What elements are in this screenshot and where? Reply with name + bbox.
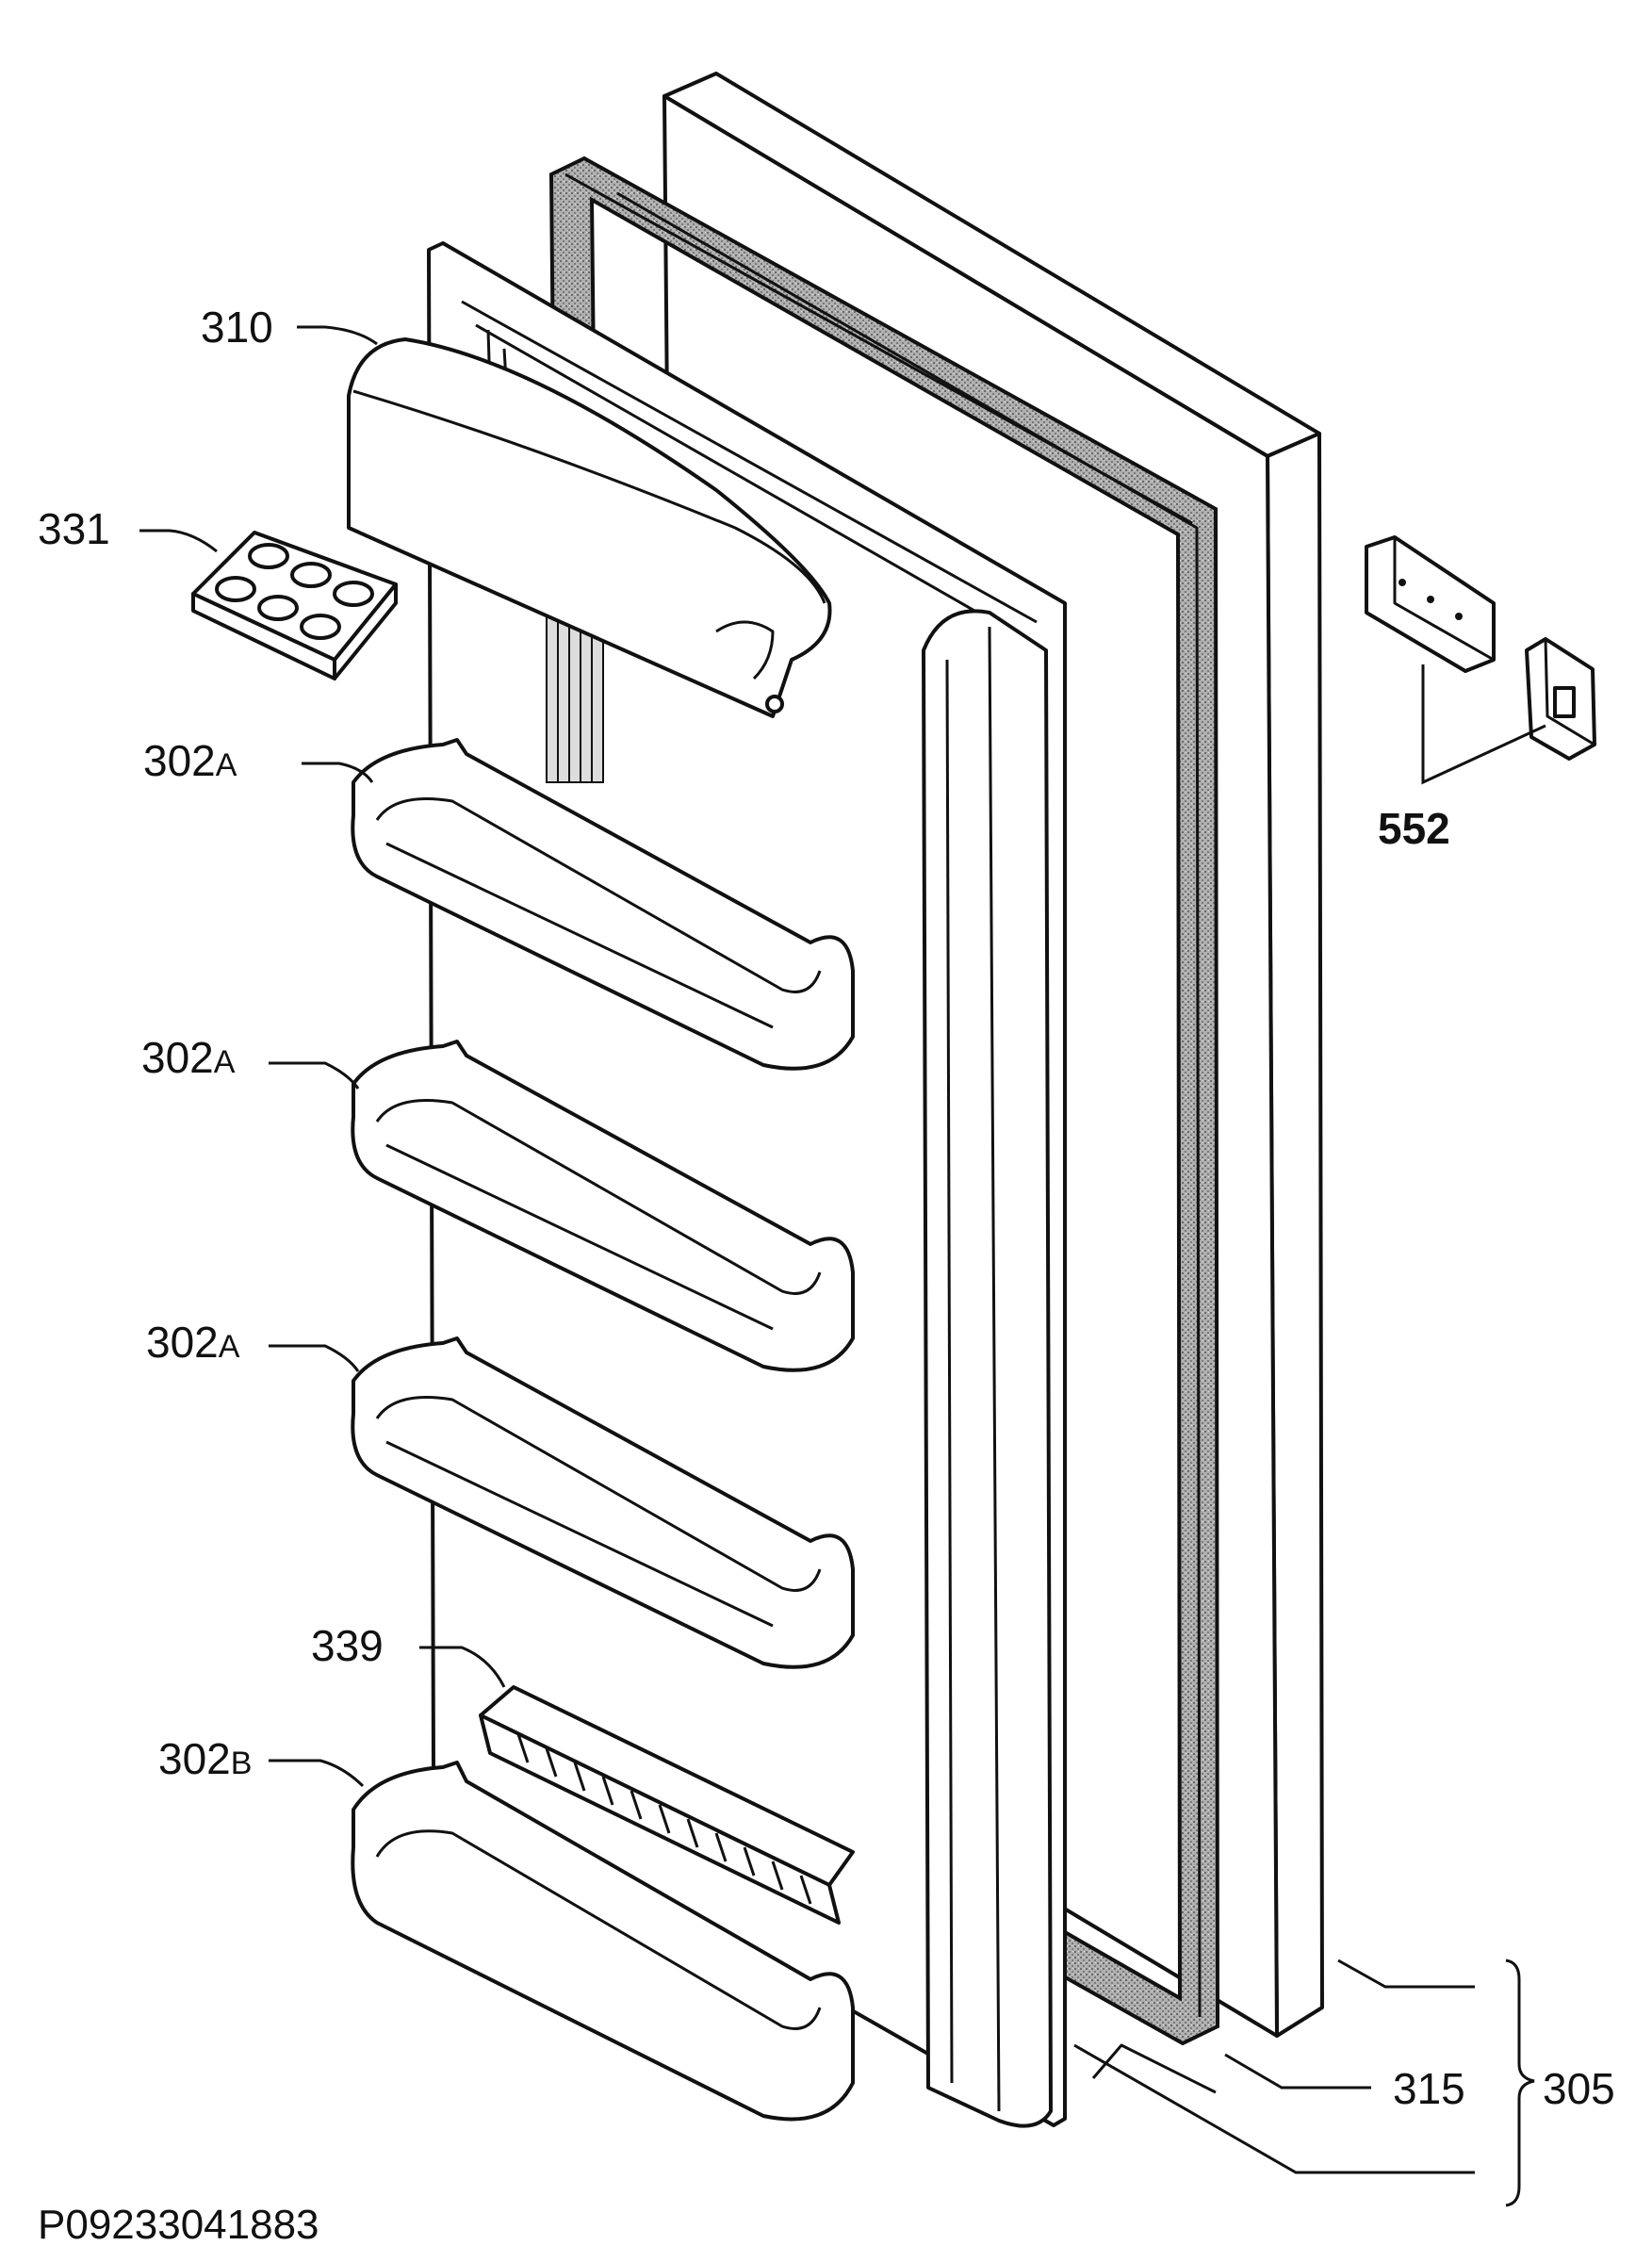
retainer-ribs	[516, 1733, 812, 1905]
callouts: 310 331 302A 302A 302A 339 302B 552 315 …	[38, 303, 1615, 2113]
callout-302a-3: 302A	[146, 1318, 240, 1367]
leader-331	[139, 529, 218, 553]
callout-305: 305	[1543, 2064, 1615, 2113]
leader-315	[1224, 2053, 1371, 2090]
leader-552	[1421, 664, 1546, 785]
brace-305	[1505, 1959, 1535, 2207]
callout-315: 315	[1393, 2064, 1465, 2113]
callout-339: 339	[311, 1621, 384, 1670]
door-shelf-302a-2	[351, 1040, 855, 1372]
bottle-shelf-302b	[351, 1761, 855, 2122]
callout-302a-2: 302A	[141, 1033, 236, 1082]
leader-302a-2	[269, 1061, 360, 1090]
callout-302a-2-suffix: A	[214, 1044, 236, 1080]
callout-302a-3-number: 302	[146, 1318, 219, 1367]
leader-302a-3	[269, 1344, 360, 1372]
door-shelf-302a-1	[351, 738, 855, 1071]
callout-302a-1-number: 302	[143, 736, 216, 785]
dairy-lid-310	[347, 337, 832, 718]
hinge-bracket-552	[1365, 535, 1596, 761]
egg-tray-331	[191, 531, 398, 680]
leader-302b	[269, 1759, 365, 1788]
drawing-id: P09233041883	[38, 2202, 319, 2248]
leader-310	[297, 325, 378, 346]
leader-305-top	[1337, 1959, 1475, 1989]
callout-302b-number: 302	[158, 1734, 231, 1783]
leader-lines	[139, 325, 1546, 2207]
callout-552: 552	[1378, 804, 1450, 853]
callout-302b: 302B	[158, 1734, 252, 1783]
door-shelf-302a-3	[351, 1336, 855, 1669]
leader-302a-1	[302, 762, 374, 783]
callout-302a-1: 302A	[143, 736, 237, 785]
leader-339	[419, 1646, 506, 1688]
callout-331: 331	[38, 504, 110, 553]
callout-302a-1-suffix: A	[216, 747, 237, 783]
callout-310: 310	[201, 303, 273, 352]
leader-305-bottom	[1073, 2043, 1475, 2174]
callout-302a-3-suffix: A	[219, 1329, 240, 1365]
callout-302b-suffix: B	[231, 1746, 253, 1781]
bottle-retainer-339	[479, 1685, 855, 1925]
callout-302a-2-number: 302	[141, 1033, 214, 1082]
